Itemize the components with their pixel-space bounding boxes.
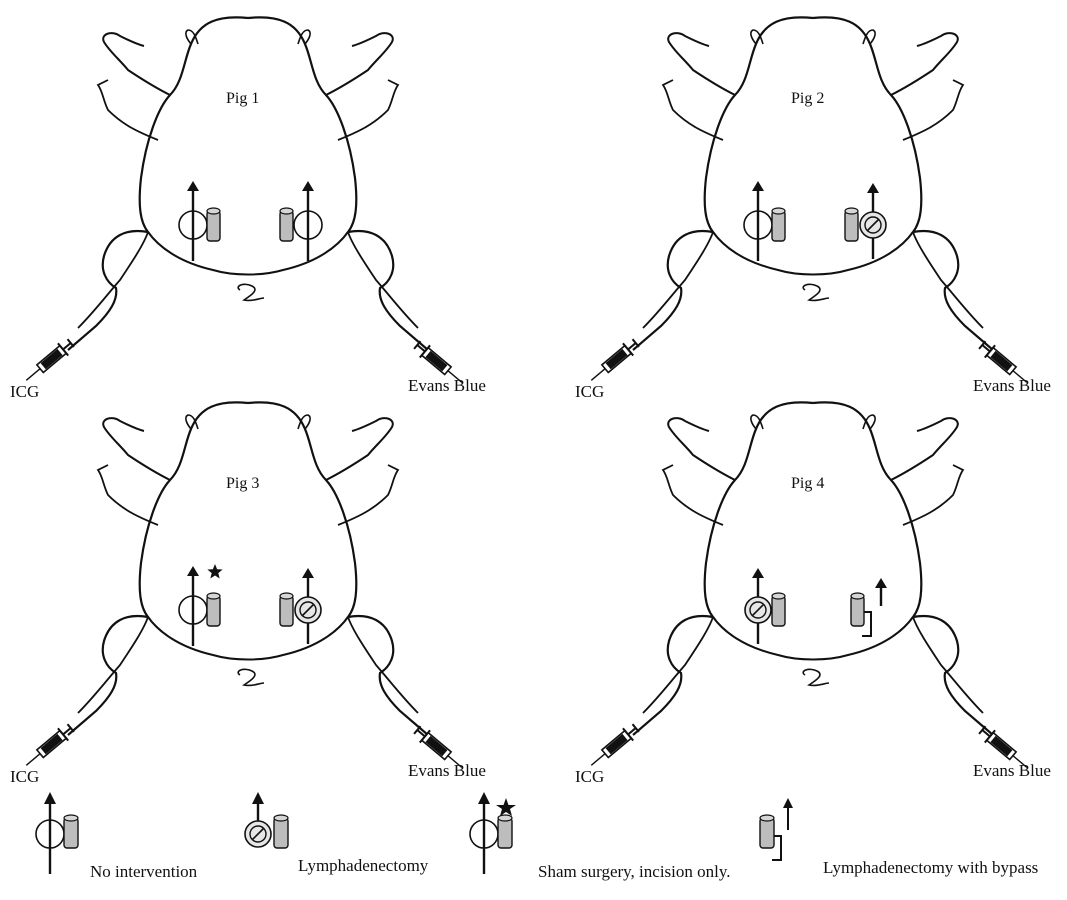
legend-sham-label: Sham surgery, incision only. <box>538 862 731 882</box>
right-site-none <box>280 181 322 261</box>
left-injection-label: ICG <box>10 767 39 787</box>
legend-lymphadenectomy-label: Lymphadenectomy <box>298 856 428 876</box>
pig-outline <box>0 0 500 390</box>
right-site-bypass <box>851 578 887 636</box>
legend-no-intervention-label: No intervention <box>90 862 197 882</box>
pig-outline <box>565 0 1065 390</box>
legend-lymphadenectomy-icon <box>245 792 288 848</box>
pig-outline <box>565 385 1065 775</box>
pig-title: Pig 3 <box>226 475 259 493</box>
right-injection-label: Evans Blue <box>973 761 1051 781</box>
legend-no-intervention-icon <box>36 792 78 874</box>
left-site-none <box>179 564 223 646</box>
legend-bypass-label: Lymphadenectomy with bypass <box>823 858 1038 878</box>
left-site-lymphadenectomy <box>745 568 785 644</box>
legend-graphics <box>0 790 1067 900</box>
left-site-none <box>744 181 785 261</box>
legend-sham-icon <box>470 792 516 874</box>
left-site-none <box>179 181 220 261</box>
legend: No intervention Lymphadenectomy Sham sur… <box>0 790 1067 900</box>
pig-title: Pig 2 <box>791 90 824 108</box>
right-site-lymphadenectomy <box>845 183 886 259</box>
legend-bypass-icon <box>760 798 793 860</box>
pig-title: Pig 4 <box>791 475 824 493</box>
right-injection-label: Evans Blue <box>408 761 486 781</box>
left-injection-label: ICG <box>575 767 604 787</box>
right-site-lymphadenectomy <box>280 568 321 644</box>
pig-outline <box>0 385 500 775</box>
pig-title: Pig 1 <box>226 90 259 108</box>
